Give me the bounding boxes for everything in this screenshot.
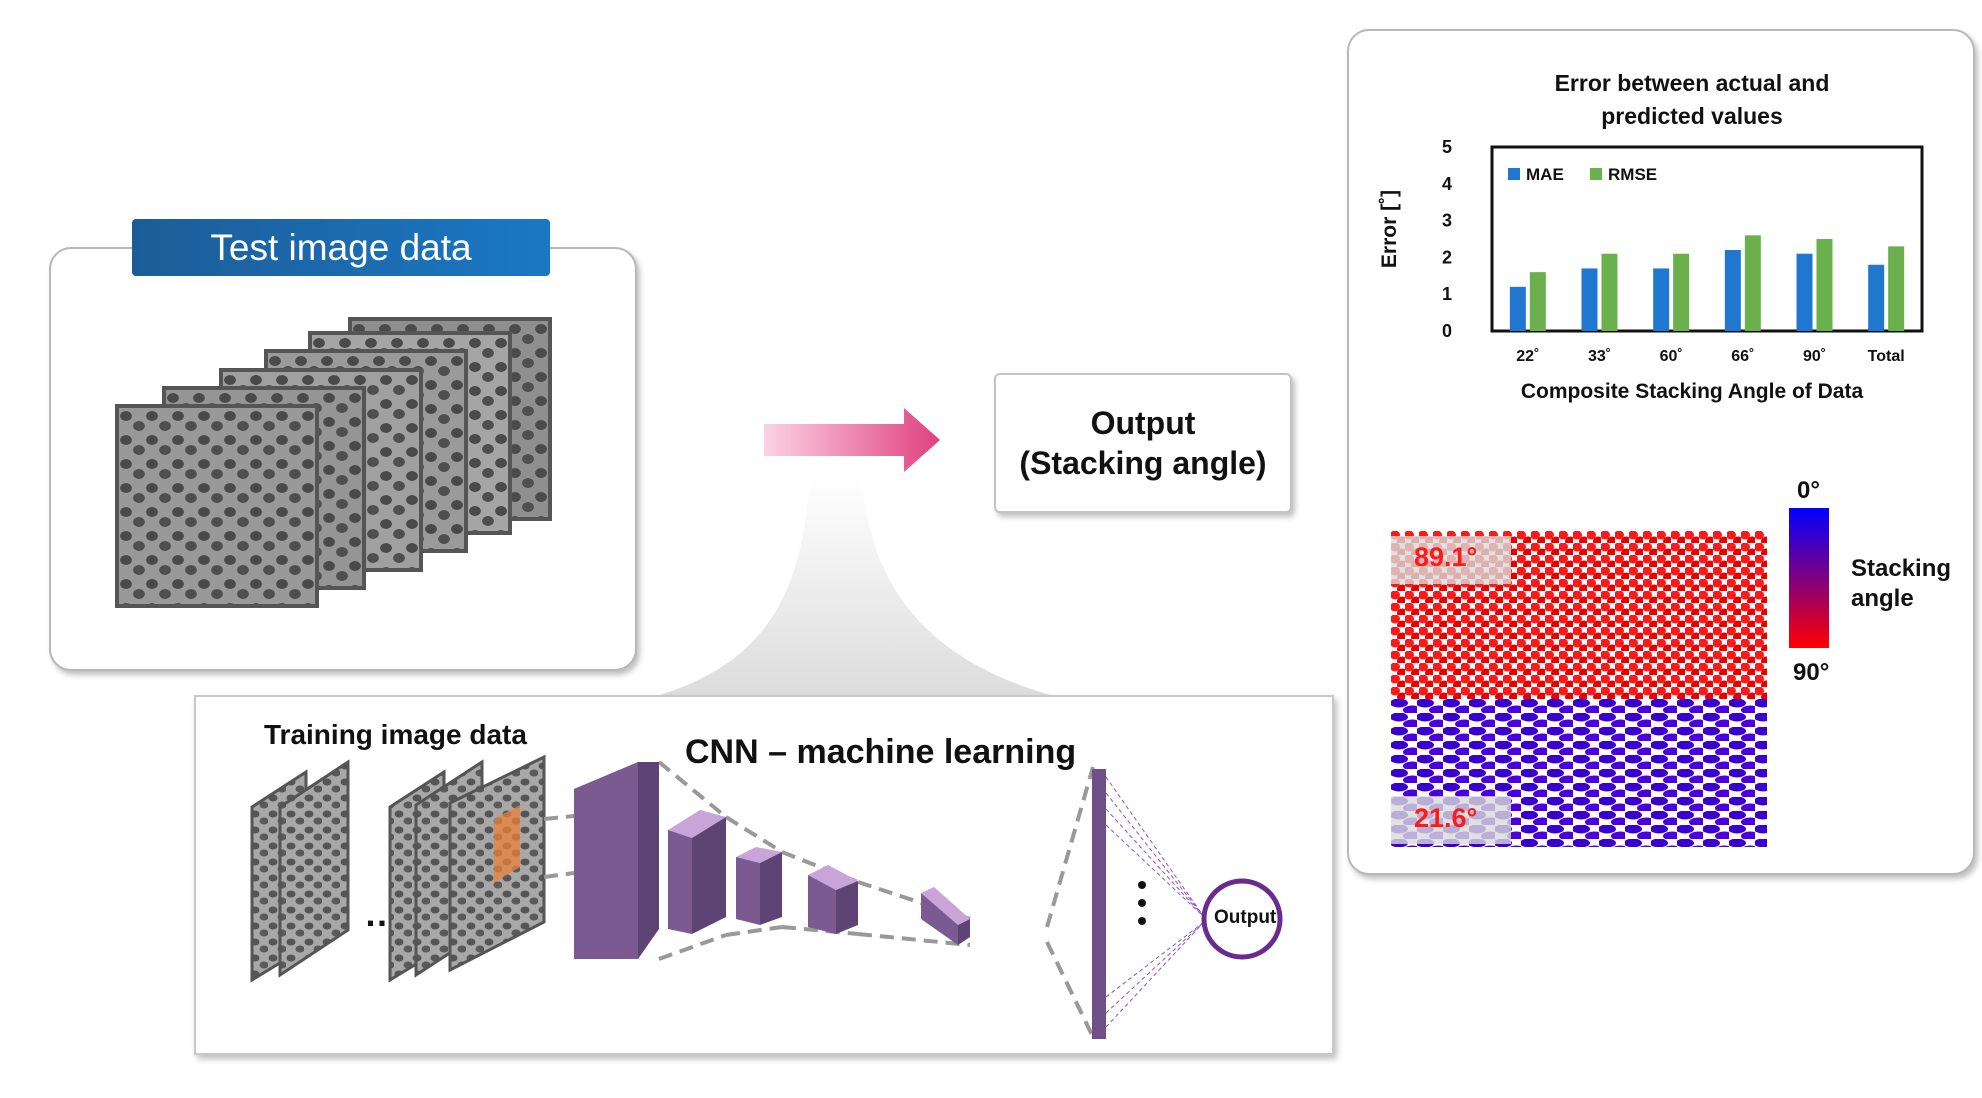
bar-rmse — [1673, 253, 1690, 331]
cnn-diagram — [250, 754, 1283, 1039]
scale-bottom-label: 90° — [1793, 659, 1830, 686]
cnn-layer-5 — [921, 887, 970, 945]
legend-swatch-rmse — [1590, 168, 1602, 180]
y-tick-label: 3 — [1442, 211, 1452, 231]
chart-title-line1: Error between actual and — [1554, 70, 1830, 96]
angle-map — [1391, 531, 1767, 847]
test-image-1 — [115, 404, 319, 608]
output-subtitle: (Stacking angle) — [1019, 445, 1267, 481]
y-tick-label: 4 — [1442, 174, 1452, 194]
output-box: Output (Stacking angle) — [994, 373, 1292, 513]
chart-y-label: Error [˚] — [1378, 189, 1401, 269]
error-bar-chart: 0 1 2 3 4 5 22˚ 33˚ 60˚ 66˚ 90˚ Total MAE RMSE — [1442, 137, 1924, 365]
angle-bottom-value: 21.6° — [1414, 803, 1478, 833]
cnn-layer-1 — [574, 762, 659, 959]
legend-label-mae: MAE — [1526, 165, 1564, 184]
cnn-layer-2 — [668, 810, 726, 934]
bar-mae — [1653, 268, 1670, 331]
x-tick-label: 66˚ — [1731, 348, 1754, 365]
x-tick-label: 90˚ — [1803, 348, 1826, 365]
bar-rmse — [1816, 239, 1833, 331]
training-images — [250, 754, 546, 983]
vertical-ellipsis-icon — [1138, 881, 1146, 925]
bottom-value-box — [1391, 796, 1511, 844]
fc-lines — [1105, 776, 1205, 1028]
training-image-2 — [278, 759, 350, 978]
bar-mae — [1724, 250, 1741, 331]
bar-rmse — [1744, 235, 1761, 331]
angle-top-value: 89.1° — [1414, 542, 1478, 572]
angle-color-scale — [1789, 508, 1829, 648]
output-node-label: Output — [1214, 907, 1277, 928]
cnn-layer-3 — [736, 847, 782, 925]
x-tick-label: 33˚ — [1588, 348, 1611, 365]
y-tick-label: 5 — [1442, 137, 1452, 157]
funnel-shape — [660, 478, 1050, 695]
x-tick-label: 22˚ — [1516, 348, 1539, 365]
legend-swatch-mae — [1508, 168, 1520, 180]
cnn-panel: Training image data CNN – machine learni… — [194, 695, 1334, 1055]
bar-mae — [1868, 264, 1885, 331]
x-tick-label: 60˚ — [1660, 348, 1683, 365]
output-title: Output — [1090, 405, 1196, 441]
bar-mae — [1509, 286, 1526, 331]
chart-title-line2: predicted values — [1601, 103, 1783, 129]
receptive-field — [494, 805, 520, 883]
cnn-layer-4 — [808, 865, 858, 934]
legend-label-rmse: RMSE — [1608, 165, 1657, 184]
y-tick-label: 1 — [1442, 284, 1452, 304]
bar-rmse — [1888, 246, 1905, 331]
y-tick-label: 0 — [1442, 321, 1452, 341]
cnn-layers — [574, 762, 1106, 1039]
scale-top-label: 0° — [1797, 477, 1820, 504]
output-node-circle — [1201, 878, 1283, 960]
x-tick-label: Total — [1868, 348, 1905, 365]
scale-label-line2: angle — [1851, 585, 1914, 612]
chart-x-label: Composite Stacking Angle of Data — [1520, 380, 1864, 403]
right-arrow-icon — [764, 408, 940, 472]
bar-mae — [1581, 268, 1598, 331]
training-label: Training image data — [264, 719, 527, 750]
bar-rmse — [1529, 272, 1546, 331]
top-value-box — [1391, 536, 1511, 584]
bar-rmse — [1601, 253, 1618, 331]
bar-mae — [1796, 253, 1813, 331]
dense-layer — [1092, 769, 1106, 1039]
cnn-label: CNN – machine learning — [685, 733, 1077, 771]
y-tick-label: 2 — [1442, 247, 1452, 267]
test-image-title: Test image data — [132, 219, 550, 276]
plot-area — [1490, 145, 1924, 333]
scale-label-line1: Stacking — [1851, 555, 1952, 582]
